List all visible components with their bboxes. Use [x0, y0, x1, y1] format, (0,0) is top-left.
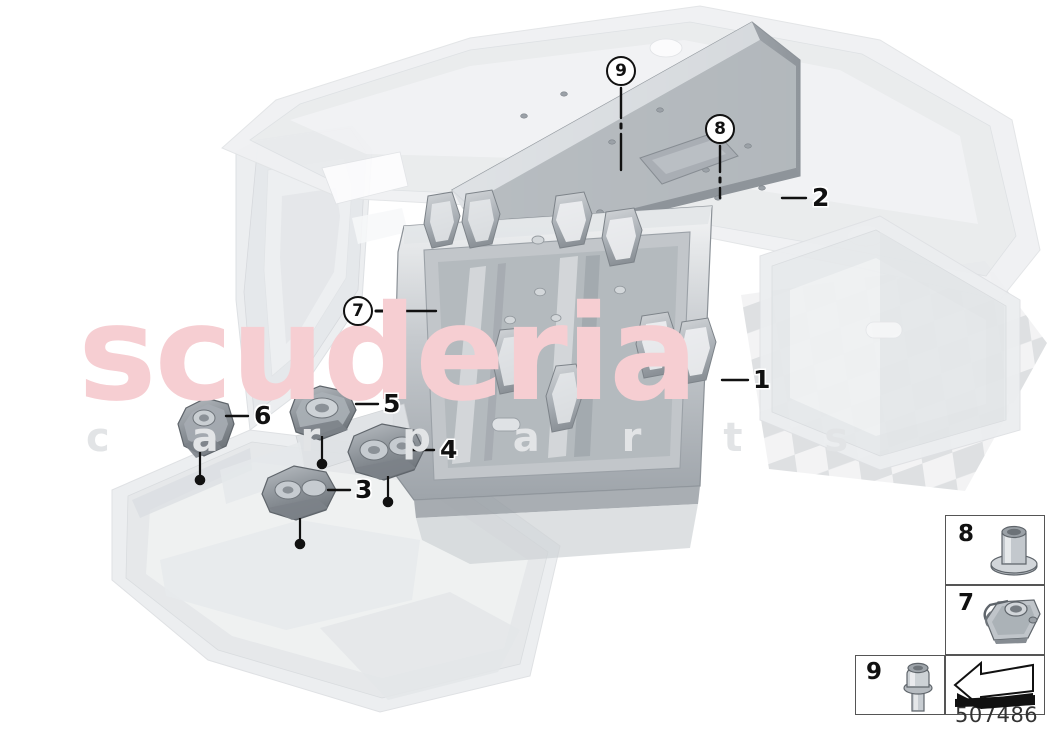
bracket-item-5: [289, 385, 357, 441]
label-3[interactable]: 3: [355, 475, 373, 504]
panel-hook-brackets-lower: [491, 311, 717, 433]
callout-8[interactable]: 8: [705, 114, 735, 144]
legend-number-7: 7: [958, 590, 975, 616]
label-4[interactable]: 4: [440, 435, 458, 464]
cage-spring-nut-clip-icon: [983, 599, 1041, 644]
pin-markers: [194, 436, 394, 550]
bracket-item-6: [177, 397, 235, 458]
watermark-scuderia: scuderia: [78, 277, 698, 431]
label-2[interactable]: 2: [812, 183, 830, 212]
leader-lines: [224, 86, 808, 492]
legend-number-8: 8: [958, 521, 975, 547]
watermark-carparts: c a r p a r t s: [86, 415, 883, 461]
callout-9[interactable]: 9: [606, 56, 636, 86]
body-shell-right: [759, 215, 1021, 471]
bracket-item-3: [261, 465, 337, 521]
callout-7[interactable]: 7: [343, 296, 373, 326]
direction-arrow-icon: [953, 660, 1035, 710]
panel-hook-brackets: [423, 189, 643, 267]
center-floor-panel: [391, 189, 717, 564]
legend-number-9: 9: [866, 659, 883, 685]
bracket-item-4: [347, 423, 425, 481]
label-5[interactable]: 5: [383, 389, 401, 418]
label-1[interactable]: 1: [753, 365, 771, 394]
sleeve-nut-grommet-icon: [990, 525, 1038, 576]
rear-crossmember-beam: [451, 21, 801, 247]
flange-bolt-icon: [903, 662, 933, 712]
label-6[interactable]: 6: [254, 401, 272, 430]
